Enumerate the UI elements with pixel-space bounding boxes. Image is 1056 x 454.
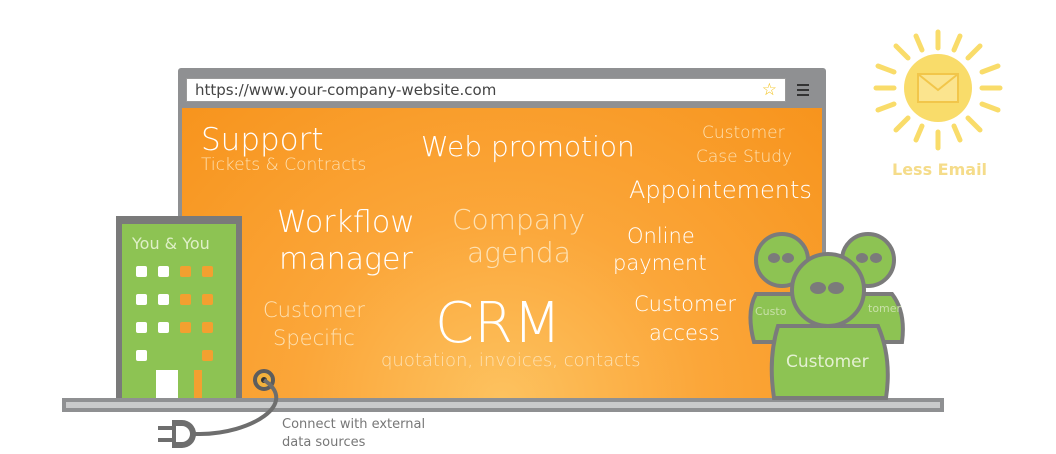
sun-icon xyxy=(873,29,1003,151)
building-window xyxy=(180,322,191,333)
building-window xyxy=(180,294,191,305)
building-door xyxy=(178,370,194,400)
building-window xyxy=(136,266,147,277)
access-line1: Customer xyxy=(634,292,737,316)
building-window xyxy=(158,266,169,277)
support-title: Support xyxy=(201,122,324,158)
shelf-surface xyxy=(66,402,940,408)
workflow-line1: Workflow xyxy=(277,205,415,240)
building-window xyxy=(158,322,169,333)
agenda-line2: agenda xyxy=(467,236,571,269)
building-window xyxy=(136,322,147,333)
building-window xyxy=(202,294,213,305)
payment-line2: payment xyxy=(613,251,707,275)
building-window xyxy=(136,294,147,305)
page-content xyxy=(182,108,822,400)
access-line2: access xyxy=(649,321,720,345)
connect-note: Connect with external data sources xyxy=(282,416,425,452)
web-promotion: Web promotion xyxy=(421,130,635,163)
hamburger-menu-icon[interactable] xyxy=(794,79,812,101)
building-window xyxy=(202,350,213,361)
less-email-label: Less Email xyxy=(892,160,988,179)
appointments: Appointements xyxy=(629,176,812,204)
building-door xyxy=(194,370,202,400)
connect-note-line1: Connect with external xyxy=(282,417,426,432)
support-subtitle: Tickets & Contracts xyxy=(201,155,367,175)
building-door xyxy=(156,370,178,400)
connect-note-line2: data sources xyxy=(282,435,366,450)
crm-title: CRM xyxy=(435,291,562,356)
customer-front-label: Customer xyxy=(786,352,869,372)
building-window xyxy=(136,350,147,361)
payment-line1: Online xyxy=(627,224,695,248)
customer-right-label: tomer xyxy=(868,302,902,315)
workflow-line2: manager xyxy=(279,242,413,277)
building-window xyxy=(180,266,191,277)
specific-line2: Specific xyxy=(273,326,355,350)
star-icon[interactable]: ☆ xyxy=(761,80,777,100)
building-label: You & You xyxy=(132,234,210,253)
customer-group-icon xyxy=(748,232,905,400)
cable-plug-icon xyxy=(158,369,279,448)
crm-subtitle: quotation, invoices, contacts xyxy=(381,350,641,371)
address-bar[interactable]: https://www.your-company-website.com ☆ xyxy=(186,78,786,102)
specific-line1: Customer xyxy=(263,298,366,322)
url-text: https://www.your-company-website.com xyxy=(195,81,497,99)
customer-left-label: Custo xyxy=(755,305,787,318)
building-window xyxy=(158,294,169,305)
case-study-line1: Customer xyxy=(702,123,785,143)
case-study-line2: Case Study xyxy=(696,147,793,167)
agenda-line1: Company xyxy=(452,203,586,236)
building-window xyxy=(202,322,213,333)
building-facade: You & You xyxy=(122,224,236,400)
building-window xyxy=(202,266,213,277)
